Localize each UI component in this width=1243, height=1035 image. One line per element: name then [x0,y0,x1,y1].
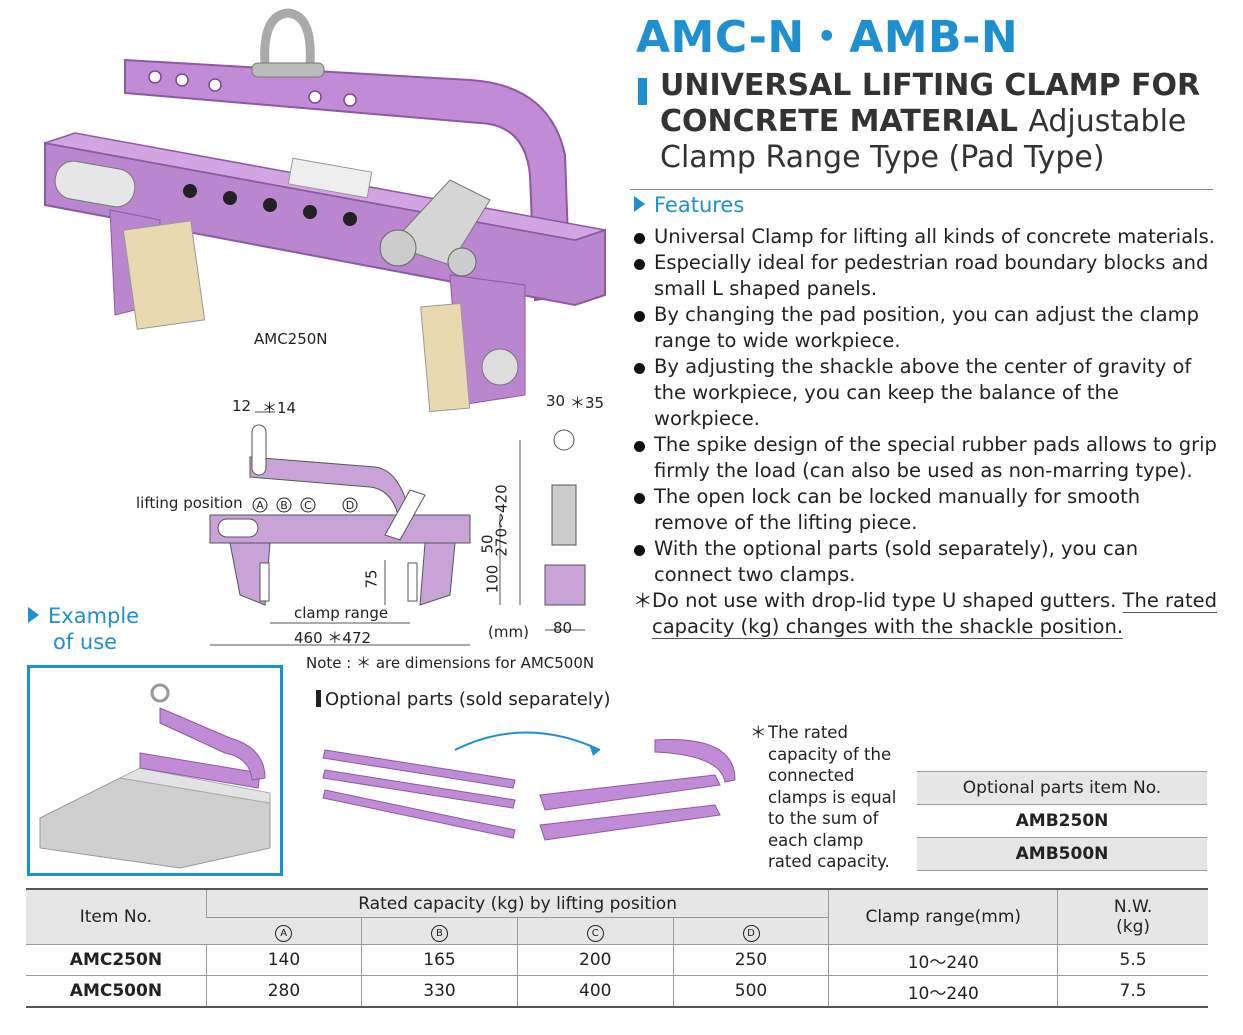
dim-35: ＊35 [570,394,605,412]
title-divider [630,189,1213,190]
example-heading: Example of use [28,603,139,655]
features-heading: Features [634,193,744,217]
optional-note: ＊ The rated capacity of the connected cl… [750,723,897,871]
example-illustration [39,683,271,869]
product-photo [44,8,606,413]
col-rated-header: Rated capacity (kg) by lifting position [205,888,829,918]
feature-item: With the optional parts (sold separately… [632,536,1217,588]
col-pos-d: D [672,917,829,945]
spec-header-row: Item No. Rated capacity (kg) by lifting … [26,888,1208,945]
feature-item: Universal Clamp for lifting all kinds of… [632,224,1217,250]
spec-table: Item No. Rated capacity (kg) by lifting … [26,888,1208,1008]
product-subtitle: UNIVERSAL LIFTING CLAMP FOR CONCRETE MAT… [660,68,1220,176]
shackle-icon [251,8,325,78]
title-accent-bar [638,78,647,105]
drawing-note: Note : ＊ are dimensions for AMC500N [306,654,595,672]
features-list: Universal Clamp for lifting all kinds of… [632,224,1217,640]
feature-item: The spike design of the special rubber p… [632,432,1217,484]
photo-caption: AMC250N [254,330,328,348]
dim-75: 75 [362,569,381,589]
feature-item: Especially ideal for pedestrian road bou… [632,250,1217,302]
feature-note: ＊Do not use with drop-lid type U shaped … [633,589,1217,639]
model-title: AMC-N・AMB-N [636,12,1019,63]
optional-item: AMB250N [917,804,1207,838]
example-photo [27,665,283,876]
table-row: AMC500N 280 330 400 500 10～240 7.5 [26,975,1208,1008]
col-item-header: Item No. [26,888,207,945]
triangle-bullet-icon [28,607,39,623]
dimension-drawing: A B C D [209,411,586,646]
bullet-dot-icon [634,545,645,556]
table-row: AMC250N 140 165 200 250 10～240 5.5 [26,944,1208,976]
feature-item: By changing the pad position, you can ad… [632,302,1217,354]
subtitle-bold: UNIVERSAL LIFTING CLAMP FOR CONCRETE MAT… [660,68,1201,139]
position-a-label: A [256,499,264,512]
dim-100: 100 [483,564,502,594]
position-b-label: B [280,499,288,512]
feature-item: The open lock can be locked manually for… [632,484,1217,536]
col-nw-header: N.W.(kg) [1057,888,1208,945]
col-pos-a: A [206,917,362,945]
optional-parts-image [322,731,736,841]
bullet-dot-icon [634,441,645,452]
bullet-dot-icon [634,311,645,322]
optional-table-header: Optional parts item No. [917,771,1207,805]
subtitle-plain: Adjustable Clamp Range Type (Pad Type) [660,104,1187,175]
col-clamp-header: Clamp range(mm) [828,888,1058,945]
feature-item: By adjusting the shackle above the cente… [632,354,1217,432]
dim-30: 30 [546,392,566,410]
bullet-dot-icon [634,233,645,244]
heading-bar-icon [316,690,321,707]
dim-12: 12 [232,397,252,415]
col-pos-b: B [361,917,518,945]
dim-14: ＊14 [262,399,297,417]
position-d-label: D [346,499,354,512]
col-pos-c: C [516,917,674,945]
optional-parts-table: Optional parts item No. AMB250N AMB500N [917,771,1207,871]
rated-capacity-note: The rated capacity (kg) changes with the… [652,589,1217,639]
triangle-bullet-icon [634,196,645,212]
bullet-dot-icon [634,493,645,504]
dim-80: 80 [553,619,573,637]
clamp-range-label: clamp range [294,604,389,622]
dim-270-420: 270～420 [492,484,511,557]
dim-460-472: 460 ＊472 [294,629,372,647]
lifting-position-label: lifting position [136,494,243,512]
bullet-dot-icon [634,259,645,270]
optional-item: AMB500N [917,837,1207,871]
position-c-label: C [304,499,312,512]
unit-mm: (mm) [488,623,529,641]
bullet-dot-icon [634,363,645,374]
optional-parts-heading: Optional parts (sold separately) [316,689,611,710]
